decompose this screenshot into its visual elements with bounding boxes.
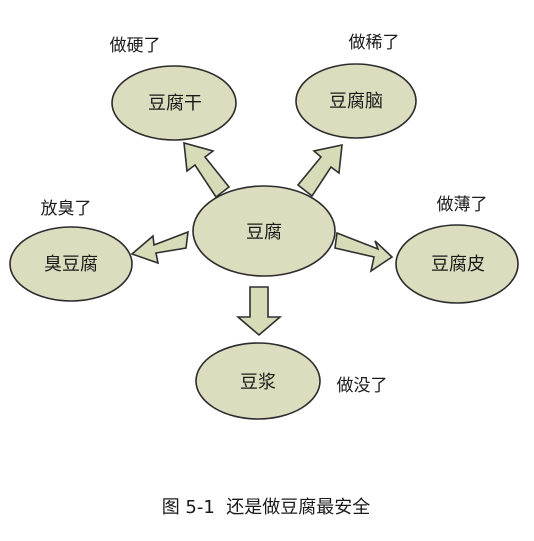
note-dried-tofu: 做硬了 (110, 36, 161, 56)
node-stinky-tofu (9, 226, 133, 302)
arrow-to-bottom (235, 286, 283, 337)
node-tofu-skin (395, 224, 519, 304)
note-stinky-tofu: 放臭了 (41, 199, 92, 219)
note-soy-milk: 做没了 (337, 376, 388, 396)
arrow-to-top-left (183, 141, 231, 199)
figure-caption: 图 5-1 还是做豆腐最安全 (162, 497, 371, 518)
node-center-label: 豆腐 (246, 222, 282, 243)
node-dried-tofu (111, 65, 237, 141)
arrow-to-top-right (296, 143, 343, 198)
node-soy-milk (195, 342, 321, 420)
arrow-to-right (334, 231, 394, 273)
node-tofu-skin-label: 豆腐皮 (431, 254, 485, 275)
note-tofu-pudding: 做稀了 (349, 33, 400, 53)
node-tofu-pudding (295, 63, 417, 139)
node-soy-milk-label: 豆浆 (240, 372, 276, 393)
note-tofu-skin: 做薄了 (437, 195, 488, 215)
arrow-to-left (130, 230, 189, 265)
node-tofu-pudding-label: 豆腐脑 (329, 91, 383, 112)
node-dried-tofu-label: 豆腐干 (148, 93, 202, 114)
node-center-tofu (192, 185, 336, 277)
node-stinky-tofu-label: 臭豆腐 (44, 254, 98, 275)
